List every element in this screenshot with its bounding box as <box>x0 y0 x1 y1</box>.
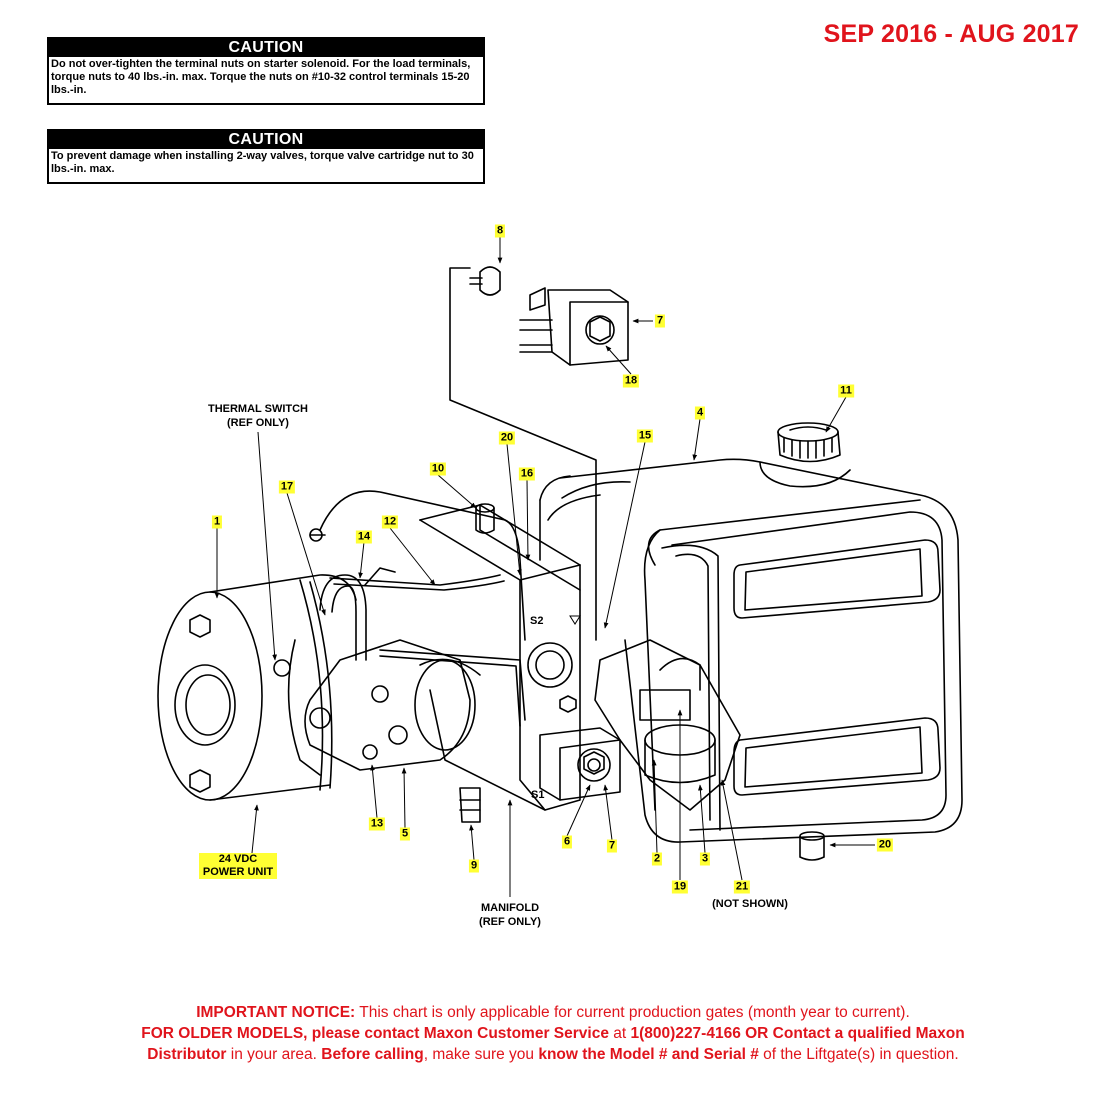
callout-20-bushing: 20 <box>876 838 894 852</box>
valve-coil-s2-detail <box>449 266 629 641</box>
power-unit-label: 24 VDC POWER UNIT <box>199 853 277 879</box>
caution-title: CAUTION <box>49 131 483 149</box>
callout-9: 9 <box>468 859 480 873</box>
callout-7: 7 <box>654 314 666 328</box>
callout-8: 8 <box>494 224 506 238</box>
valve-cartridge <box>459 787 481 823</box>
callout-6: 6 <box>561 835 573 849</box>
callout-3: 3 <box>699 852 711 866</box>
callout-2: 2 <box>651 852 663 866</box>
power-unit-exploded-diagram: S2 S1 <box>157 237 963 897</box>
callout-1: 1 <box>211 515 223 529</box>
caution-text: To prevent damage when installing 2-way … <box>51 150 474 175</box>
callout-14: 14 <box>355 530 373 544</box>
caution-box-solenoid: CAUTION Do not over-tighten the terminal… <box>47 37 485 105</box>
caution-title: CAUTION <box>49 39 483 57</box>
power-unit-line2: POWER UNIT <box>202 866 274 878</box>
filler-cap <box>759 422 851 488</box>
callout-18: 18 <box>622 374 640 388</box>
callout-15: 15 <box>636 429 654 443</box>
thermal-switch-line2: (REF ONLY) <box>227 417 289 429</box>
manifold-line1: MANIFOLD <box>480 902 540 914</box>
callout-7-lower: 7 <box>606 839 618 853</box>
date-range-title: SEP 2016 - AUG 2017 <box>823 20 1079 48</box>
callout-21: 21 <box>733 880 751 894</box>
cables <box>273 490 526 776</box>
callout-16: 16 <box>518 467 536 481</box>
callout-12: 12 <box>381 515 399 529</box>
notice-line-2: FOR OLDER MODELS, please contact Maxon C… <box>141 1025 965 1042</box>
reservoir-tank <box>539 458 963 843</box>
thermal-switch-label: THERMAL SWITCH (REF ONLY) <box>208 402 308 430</box>
leader-lines <box>214 237 875 897</box>
callout-10: 10 <box>429 462 447 476</box>
power-unit-line1: 24 VDC <box>218 853 258 865</box>
callout-5: 5 <box>399 827 411 841</box>
caution-text: Do not over-tighten the terminal nuts on… <box>51 58 471 96</box>
bushing <box>799 831 825 861</box>
important-notice: IMPORTANT NOTICE: This chart is only app… <box>60 1002 1046 1065</box>
notice-line-3: Distributor in your area. Before calling… <box>147 1046 959 1063</box>
thermal-switch-line1: THERMAL SWITCH <box>207 403 309 415</box>
callout-17: 17 <box>278 480 296 494</box>
caution-box-valves: CAUTION To prevent damage when installin… <box>47 129 485 184</box>
not-shown-label: (NOT SHOWN) <box>712 898 788 910</box>
manifold-line2: (REF ONLY) <box>479 916 541 928</box>
valve-label-s2: S2 <box>530 615 543 627</box>
callout-13: 13 <box>368 817 386 831</box>
notice-line-1: IMPORTANT NOTICE: This chart is only app… <box>196 1004 910 1021</box>
callout-11: 11 <box>838 384 854 398</box>
motor <box>157 574 357 801</box>
callout-4: 4 <box>694 406 706 420</box>
callout-20: 20 <box>498 431 516 445</box>
manifold-block <box>419 504 581 811</box>
manifold-label: MANIFOLD (REF ONLY) <box>479 901 541 929</box>
callout-19: 19 <box>671 880 689 894</box>
valve-label-s1: S1 <box>531 789 544 801</box>
valve-coil-s1 <box>539 727 621 801</box>
